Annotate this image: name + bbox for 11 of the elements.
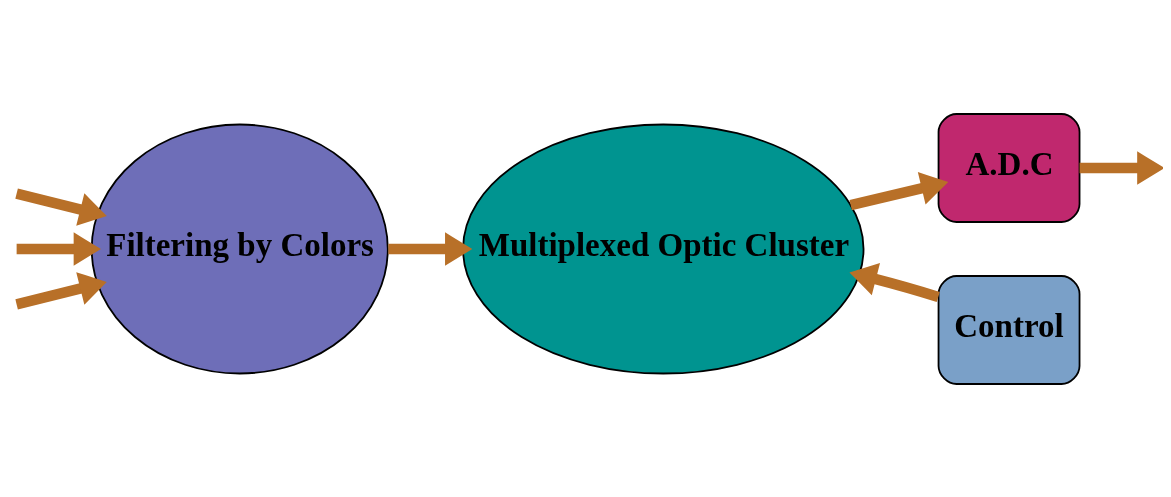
arrow [849,171,949,210]
node-ellipse: Filtering by Colors [90,123,389,374]
arrow [16,231,101,266]
arrow [15,271,107,310]
arrow [1079,150,1163,185]
arrow [849,262,940,302]
arrow [388,231,473,266]
node-box: A.D.C [937,112,1081,223]
node-ellipse: Multiplexed Optic Cluster [462,123,865,374]
arrow [15,187,107,226]
node-box: Control [937,274,1081,385]
